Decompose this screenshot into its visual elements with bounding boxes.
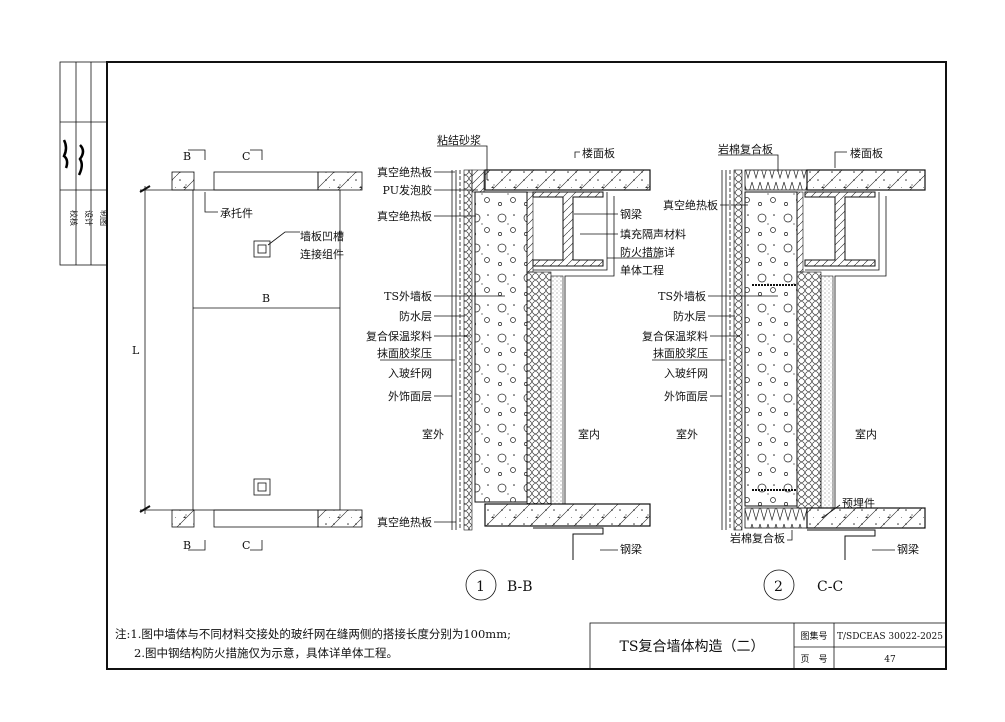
label-sound-fill: 填充隔声材料 bbox=[620, 227, 686, 241]
label-embedded-part: 预埋件 bbox=[842, 497, 875, 510]
label-connector: 连接组件 bbox=[300, 247, 344, 261]
page-number: 47 bbox=[884, 655, 896, 665]
label-bond-mortar: 粘结砂浆 bbox=[437, 133, 481, 147]
label-plaster-1: 抹面胶浆压 bbox=[653, 346, 708, 360]
label-steel-beam-bottom: 钢梁 bbox=[897, 542, 919, 556]
note-1: 注:1.图中墙体与不同材料交接处的玻纤网在缝两侧的搭接长度分别为100mm; bbox=[115, 627, 511, 641]
section-number: 2 bbox=[774, 579, 783, 595]
label-fireproof-2: 单体工程 bbox=[620, 263, 664, 277]
width-dimension: B bbox=[262, 292, 270, 305]
label-floor-slab: 楼面板 bbox=[582, 146, 615, 160]
label-plaster-2: 入玻纤网 bbox=[664, 367, 708, 380]
section-number-circle bbox=[465, 569, 497, 601]
label-insulation-mortar: 复合保温浆料 bbox=[366, 329, 432, 343]
section-mark-b-top: B bbox=[183, 150, 191, 163]
label-steel-beam-bottom: 钢梁 bbox=[620, 542, 642, 556]
label-pu-foam: PU发泡胶 bbox=[383, 183, 432, 197]
label-groove: 墙板凹槽 bbox=[300, 229, 344, 243]
drawing-frame bbox=[106, 61, 947, 670]
section-mark-c-top: C bbox=[242, 150, 250, 163]
role-draw: 制图 bbox=[99, 210, 109, 226]
label-ts-panel: TS外墙板 bbox=[658, 289, 706, 303]
label-vip-top: 真空绝热板 bbox=[377, 165, 432, 179]
label-rockwool-top: 岩棉复合板 bbox=[718, 142, 773, 156]
label-waterproof: 防水层 bbox=[399, 309, 432, 323]
groove-connector-top bbox=[253, 240, 271, 258]
section-cc: 2 C-C 岩棉复合板 楼面板 真空绝热板 TS外墙板 防水层 复合保温浆料 抹… bbox=[642, 142, 926, 601]
label-vip-bottom: 真空绝热板 bbox=[377, 515, 432, 529]
section-number: 1 bbox=[476, 579, 485, 595]
role-design: 设计 bbox=[84, 210, 94, 226]
label-vip: 真空绝热板 bbox=[663, 198, 718, 212]
groove-connector-bottom bbox=[253, 478, 271, 496]
section-name: C-C bbox=[817, 579, 843, 595]
label-support: 承托件 bbox=[220, 206, 253, 220]
note-2: 2.图中钢结构防火措施仅为示意，具体详单体工程。 bbox=[134, 646, 398, 660]
length-dimension-label: L bbox=[132, 344, 140, 357]
atlas-value: T/SDCEAS 30022-2025 bbox=[837, 632, 943, 642]
label-finish: 外饰面层 bbox=[388, 389, 432, 403]
section-mark-c-bottom: C bbox=[242, 539, 250, 552]
side-signature-strip: 校核 设计 制图 bbox=[59, 61, 109, 266]
label-waterproof: 防水层 bbox=[673, 309, 706, 323]
panel-elevation: B C 承托件 墙板凹槽 连接组件 B L B C bbox=[132, 149, 363, 552]
label-indoor: 室内 bbox=[578, 427, 600, 441]
label-ts-panel: TS外墙板 bbox=[384, 289, 432, 303]
signature-mark bbox=[62, 139, 85, 176]
label-plaster-2: 入玻纤网 bbox=[388, 367, 432, 380]
section-mark-b-bottom: B bbox=[183, 539, 191, 552]
label-insulation-mortar: 复合保温浆料 bbox=[642, 329, 708, 343]
label-fireproof-1: 防火措施详 bbox=[620, 245, 675, 259]
label-steel-beam: 钢梁 bbox=[620, 207, 642, 221]
role-check: 校核 bbox=[69, 210, 79, 226]
label-outdoor: 室外 bbox=[422, 427, 444, 441]
atlas-label: 图集号 bbox=[800, 630, 827, 642]
label-vip-mid: 真空绝热板 bbox=[377, 209, 432, 223]
label-rockwool-bottom: 岩棉复合板 bbox=[730, 531, 785, 545]
label-outdoor: 室外 bbox=[676, 427, 698, 441]
label-finish: 外饰面层 bbox=[664, 389, 708, 403]
section-bb: 1 B-B 粘结砂浆 楼面板 真空绝热板 PU发泡胶 真空绝热板 钢梁 填充隔声… bbox=[366, 133, 686, 601]
section-name: B-B bbox=[507, 579, 533, 595]
label-plaster-1: 抹面胶浆压 bbox=[377, 346, 432, 360]
label-indoor: 室内 bbox=[855, 427, 877, 441]
page-label: 页 号 bbox=[800, 654, 827, 665]
section-number-circle bbox=[763, 569, 795, 601]
drawing-title: TS复合墙体构造（二） bbox=[620, 638, 765, 655]
title-block: TS复合墙体构造（二） 图集号 T/SDCEAS 30022-2025 页 号 … bbox=[589, 622, 947, 670]
label-floor-slab: 楼面板 bbox=[850, 146, 883, 160]
